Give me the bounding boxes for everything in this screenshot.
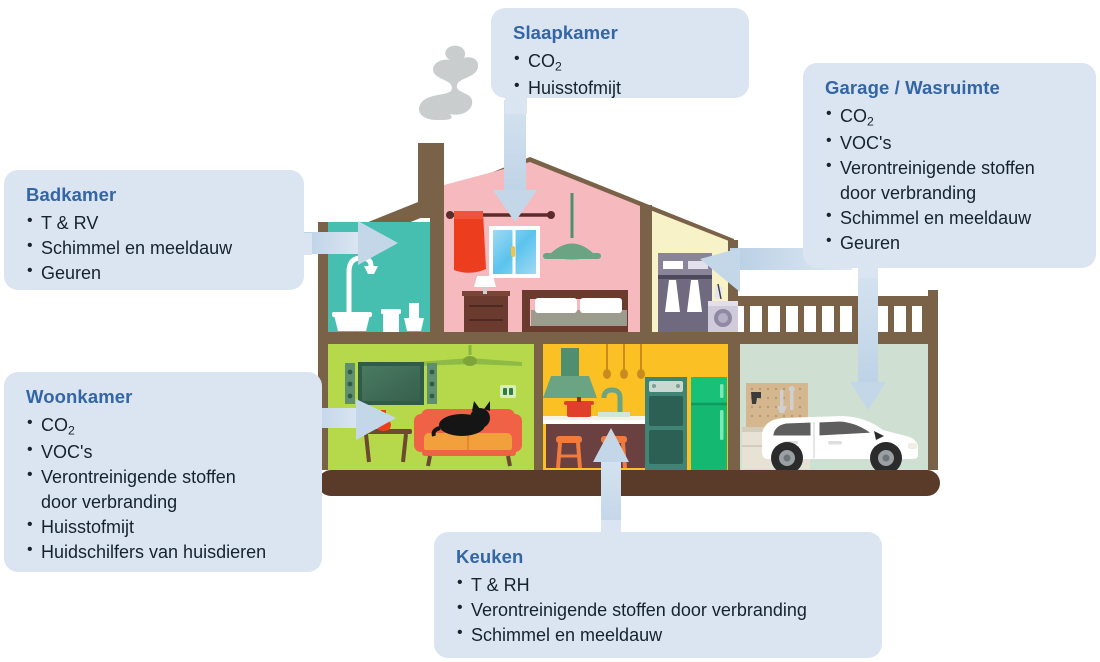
list-item: T & RH (456, 572, 862, 598)
wall-bed-laundry (640, 205, 652, 334)
list-item: Geuren (825, 230, 1076, 256)
callout-garage-heading: Garage / Wasruimte (825, 77, 1000, 98)
wall-left-lower (318, 344, 328, 470)
list-item: Verontreinigende stoffen door verbrandin… (825, 155, 1076, 206)
callout-woonkamer-list: CO2 VOC's Verontreinigende stoffen door … (26, 412, 302, 565)
callout-garage[interactable]: Garage / Wasruimte CO2 VOC's Verontreini… (803, 63, 1096, 268)
callout-badkamer-list: T & RV Schimmel en meeldauw Geuren (26, 210, 284, 287)
callout-keuken-list: T & RH Verontreinigende stoffen door ver… (456, 572, 862, 649)
list-item: Verontreinigende stoffen door verbrandin… (26, 464, 302, 515)
callout-slaapkamer-heading: Slaapkamer (513, 22, 618, 43)
wall-right-lower (928, 290, 938, 470)
arrow-to-slaapkamer (493, 100, 537, 222)
bathroom-fixtures (332, 255, 424, 332)
list-item: VOC's (26, 439, 302, 465)
room-slaapkamer-right (530, 162, 640, 332)
garage-contents (742, 383, 918, 474)
foundation (318, 470, 940, 496)
list-item: VOC's (825, 130, 1076, 156)
wall-kitchen-garage (728, 344, 740, 470)
bedroom-furniture (446, 193, 628, 332)
callout-badkamer[interactable]: Badkamer T & RV Schimmel en meeldauw Geu… (4, 170, 304, 290)
list-item: Huisstofmijt (26, 514, 302, 540)
callout-badkamer-heading: Badkamer (26, 184, 117, 205)
living-room-furniture (345, 345, 522, 467)
list-item: Huisstofmijt (513, 75, 729, 101)
callout-keuken-heading: Keuken (456, 546, 524, 567)
list-item: CO2 (825, 103, 1076, 131)
car-illustration (762, 416, 918, 474)
list-item: Schimmel en meeldauw (456, 622, 862, 648)
list-item: Schimmel en meeldauw (26, 235, 284, 261)
list-item: CO2 (26, 412, 302, 440)
callout-slaapkamer[interactable]: Slaapkamer CO2 Huisstofmijt (491, 8, 749, 98)
wall-bath-bed (430, 190, 444, 334)
list-item: Schimmel en meeldauw (825, 205, 1076, 231)
callout-slaapkamer-list: CO2 Huisstofmijt (513, 48, 729, 101)
callout-woonkamer[interactable]: Woonkamer CO2 VOC's Verontreinigende sto… (4, 372, 322, 572)
list-item: Geuren (26, 260, 284, 286)
list-item: T & RV (26, 210, 284, 236)
kitchen-fixtures (543, 344, 727, 470)
arrow-to-garage (850, 270, 886, 410)
list-item: Verontreinigende stoffen door verbrandin… (456, 597, 862, 623)
callout-keuken[interactable]: Keuken T & RH Verontreinigende stoffen d… (434, 532, 882, 658)
arrow-to-badkamer (296, 221, 398, 265)
chimney-smoke-icon (418, 45, 479, 120)
list-item: CO2 (513, 48, 729, 76)
callout-garage-list: CO2 VOC's Verontreinigende stoffen door … (825, 103, 1076, 256)
list-item: Huidschilfers van huisdieren (26, 539, 302, 565)
wall-left-upper (318, 222, 328, 334)
deck-railing (738, 296, 930, 344)
wall-living-kitchen (534, 344, 543, 470)
wall-right-upper (728, 240, 738, 334)
laundry-room-fixtures (658, 253, 738, 332)
callout-woonkamer-heading: Woonkamer (26, 386, 133, 407)
